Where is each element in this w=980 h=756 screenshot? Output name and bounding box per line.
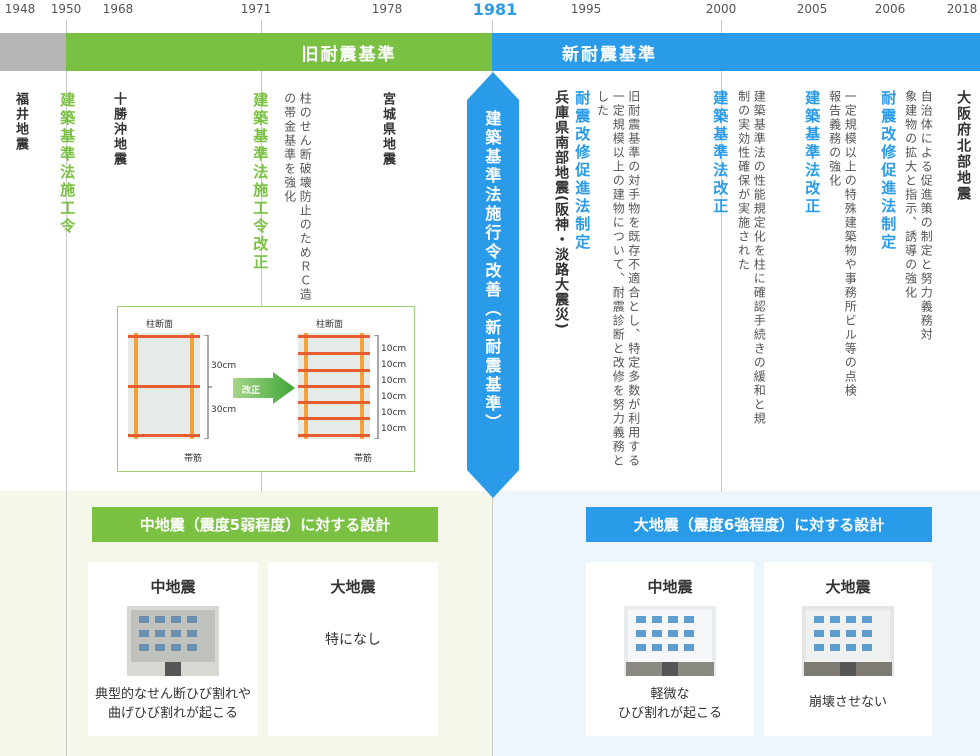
figure-right-title: 柱断面 bbox=[316, 320, 344, 330]
year-label: 1995 bbox=[570, 2, 602, 16]
event-law-1971-description: 柱のせん断破壊防止のためＲＣ造の帯金基準を強化 bbox=[282, 92, 313, 302]
figure-right-dimension: 10cm bbox=[381, 344, 407, 354]
event-tokachi-earthquake: 十勝沖地震 bbox=[110, 92, 126, 167]
year-label: 2006 bbox=[874, 2, 906, 16]
event-law-2005-description: 一定規模以上の特殊建築物や事務所ビル等の点検報告義務の強化 bbox=[827, 90, 858, 398]
old-large-earthquake-card: 大地震 特になし bbox=[268, 562, 438, 736]
figure-left-title: 柱断面 bbox=[146, 320, 174, 330]
figure-right-dimension: 10cm bbox=[381, 392, 407, 402]
card-title: 大地震 bbox=[330, 578, 376, 596]
card-title: 大地震 bbox=[825, 578, 871, 596]
event-retrofit-law-1995-description: 旧耐震基準の対手物を既存不適合とし、特定多数が利用する一定規模以上の建物について… bbox=[595, 90, 641, 468]
column-after-icon bbox=[298, 333, 370, 439]
card-text: 典型的なせん断ひび割れや 曲げひび割れが起こる bbox=[94, 687, 251, 721]
arrow-right-icon bbox=[233, 372, 295, 404]
card-text: 軽微な ひび割れが起こる bbox=[617, 687, 722, 721]
year-label: 1978 bbox=[371, 2, 403, 16]
event-law-2000: 建築基準法改正 bbox=[711, 90, 730, 216]
card-text: 特になし bbox=[325, 632, 381, 648]
event-osaka-earthquake: 大阪府北部地震 bbox=[955, 90, 972, 202]
old-design-banner: 中地震（震度5弱程度）に対する設計 bbox=[92, 507, 438, 542]
year-label: 1968 bbox=[102, 2, 134, 16]
new-standard-bar: 新耐震基準 bbox=[492, 33, 980, 71]
new-design-banner: 大地震（震度6強程度）に対する設計 bbox=[586, 507, 932, 542]
building-light-damage-icon bbox=[624, 606, 716, 676]
figure-right-dimension: 10cm bbox=[381, 424, 407, 434]
milestone-1981-label: 建築基準法施行令改善（新耐震基準） bbox=[482, 110, 502, 433]
year-line-1950 bbox=[66, 20, 67, 756]
event-law-2005: 建築基準法改正 bbox=[803, 90, 822, 216]
year-label: 1950 bbox=[50, 2, 82, 16]
event-retrofit-law-2006-description: 自治体による促進策の制定と努力義務対象建物の拡大と指示、誘導の強化 bbox=[903, 90, 934, 342]
year-label: 2005 bbox=[796, 2, 828, 16]
figure-right-dimension: 10cm bbox=[381, 376, 407, 386]
year-label: 1971 bbox=[240, 2, 272, 16]
event-retrofit-law-1995: 耐震改修促進法制定 bbox=[573, 90, 592, 252]
card-title: 中地震 bbox=[150, 578, 196, 596]
new-medium-earthquake-card: 中地震 軽微な ひび割れが起こる bbox=[586, 562, 754, 736]
event-retrofit-law-2006: 耐震改修促進法制定 bbox=[879, 90, 898, 252]
figure-left-hoop-label: 帯筋 bbox=[184, 454, 203, 464]
old-standard-bar: 旧耐震基準 bbox=[66, 33, 492, 71]
column-before-icon bbox=[128, 333, 200, 439]
new-large-earthquake-card: 大地震 崩壊させない bbox=[764, 562, 932, 736]
year-label: 1948 bbox=[4, 2, 36, 16]
year-label: 2018 bbox=[946, 2, 978, 16]
building-intact-icon bbox=[802, 606, 894, 676]
card-title: 中地震 bbox=[647, 578, 693, 596]
year-label-1981: 1981 bbox=[472, 0, 518, 19]
figure-right-dimension: 10cm bbox=[381, 360, 407, 370]
event-law-1950: 建築基準法施工令 bbox=[58, 92, 77, 236]
year-line-1971 bbox=[261, 20, 262, 492]
card-text: 崩壊させない bbox=[808, 695, 887, 710]
figure-arrow-label: 改正 bbox=[242, 386, 261, 396]
figure-right-dimension: 10cm bbox=[381, 408, 407, 418]
event-fukui-earthquake: 福井地震 bbox=[12, 92, 28, 152]
figure-right-hoop-label: 帯筋 bbox=[354, 454, 373, 464]
event-law-1971: 建築基準法施工令改正 bbox=[251, 92, 270, 272]
year-line-2000 bbox=[721, 20, 722, 492]
milestone-1981-marker bbox=[467, 72, 519, 498]
old-medium-earthquake-card: 中地震 典型的なせん断ひび割れや 曲げひび割れが起こる bbox=[88, 562, 258, 736]
figure-left-dimension: 30cm bbox=[211, 405, 237, 415]
bracket-left bbox=[204, 335, 212, 439]
event-law-2000-description: 建築基準法の性能規定化を柱に確認手続きの緩和と規制の実効性確保が実施された bbox=[736, 90, 767, 426]
year-label: 2000 bbox=[705, 2, 737, 16]
figure-left-dimension: 30cm bbox=[211, 361, 237, 371]
event-hanshin-earthquake: 兵庫県南部地震(阪神・淡路大震災) bbox=[553, 90, 570, 330]
column-section-figure: 柱断面 柱断面 30cm 30cm 帯筋 改正 10cm 10cm 10cm 1… bbox=[117, 306, 415, 472]
pre-standard-bar bbox=[0, 33, 66, 71]
bracket-right bbox=[374, 335, 379, 439]
building-damaged-icon bbox=[127, 606, 219, 676]
event-miyagi-earthquake: 宮城県地震 bbox=[379, 92, 395, 167]
